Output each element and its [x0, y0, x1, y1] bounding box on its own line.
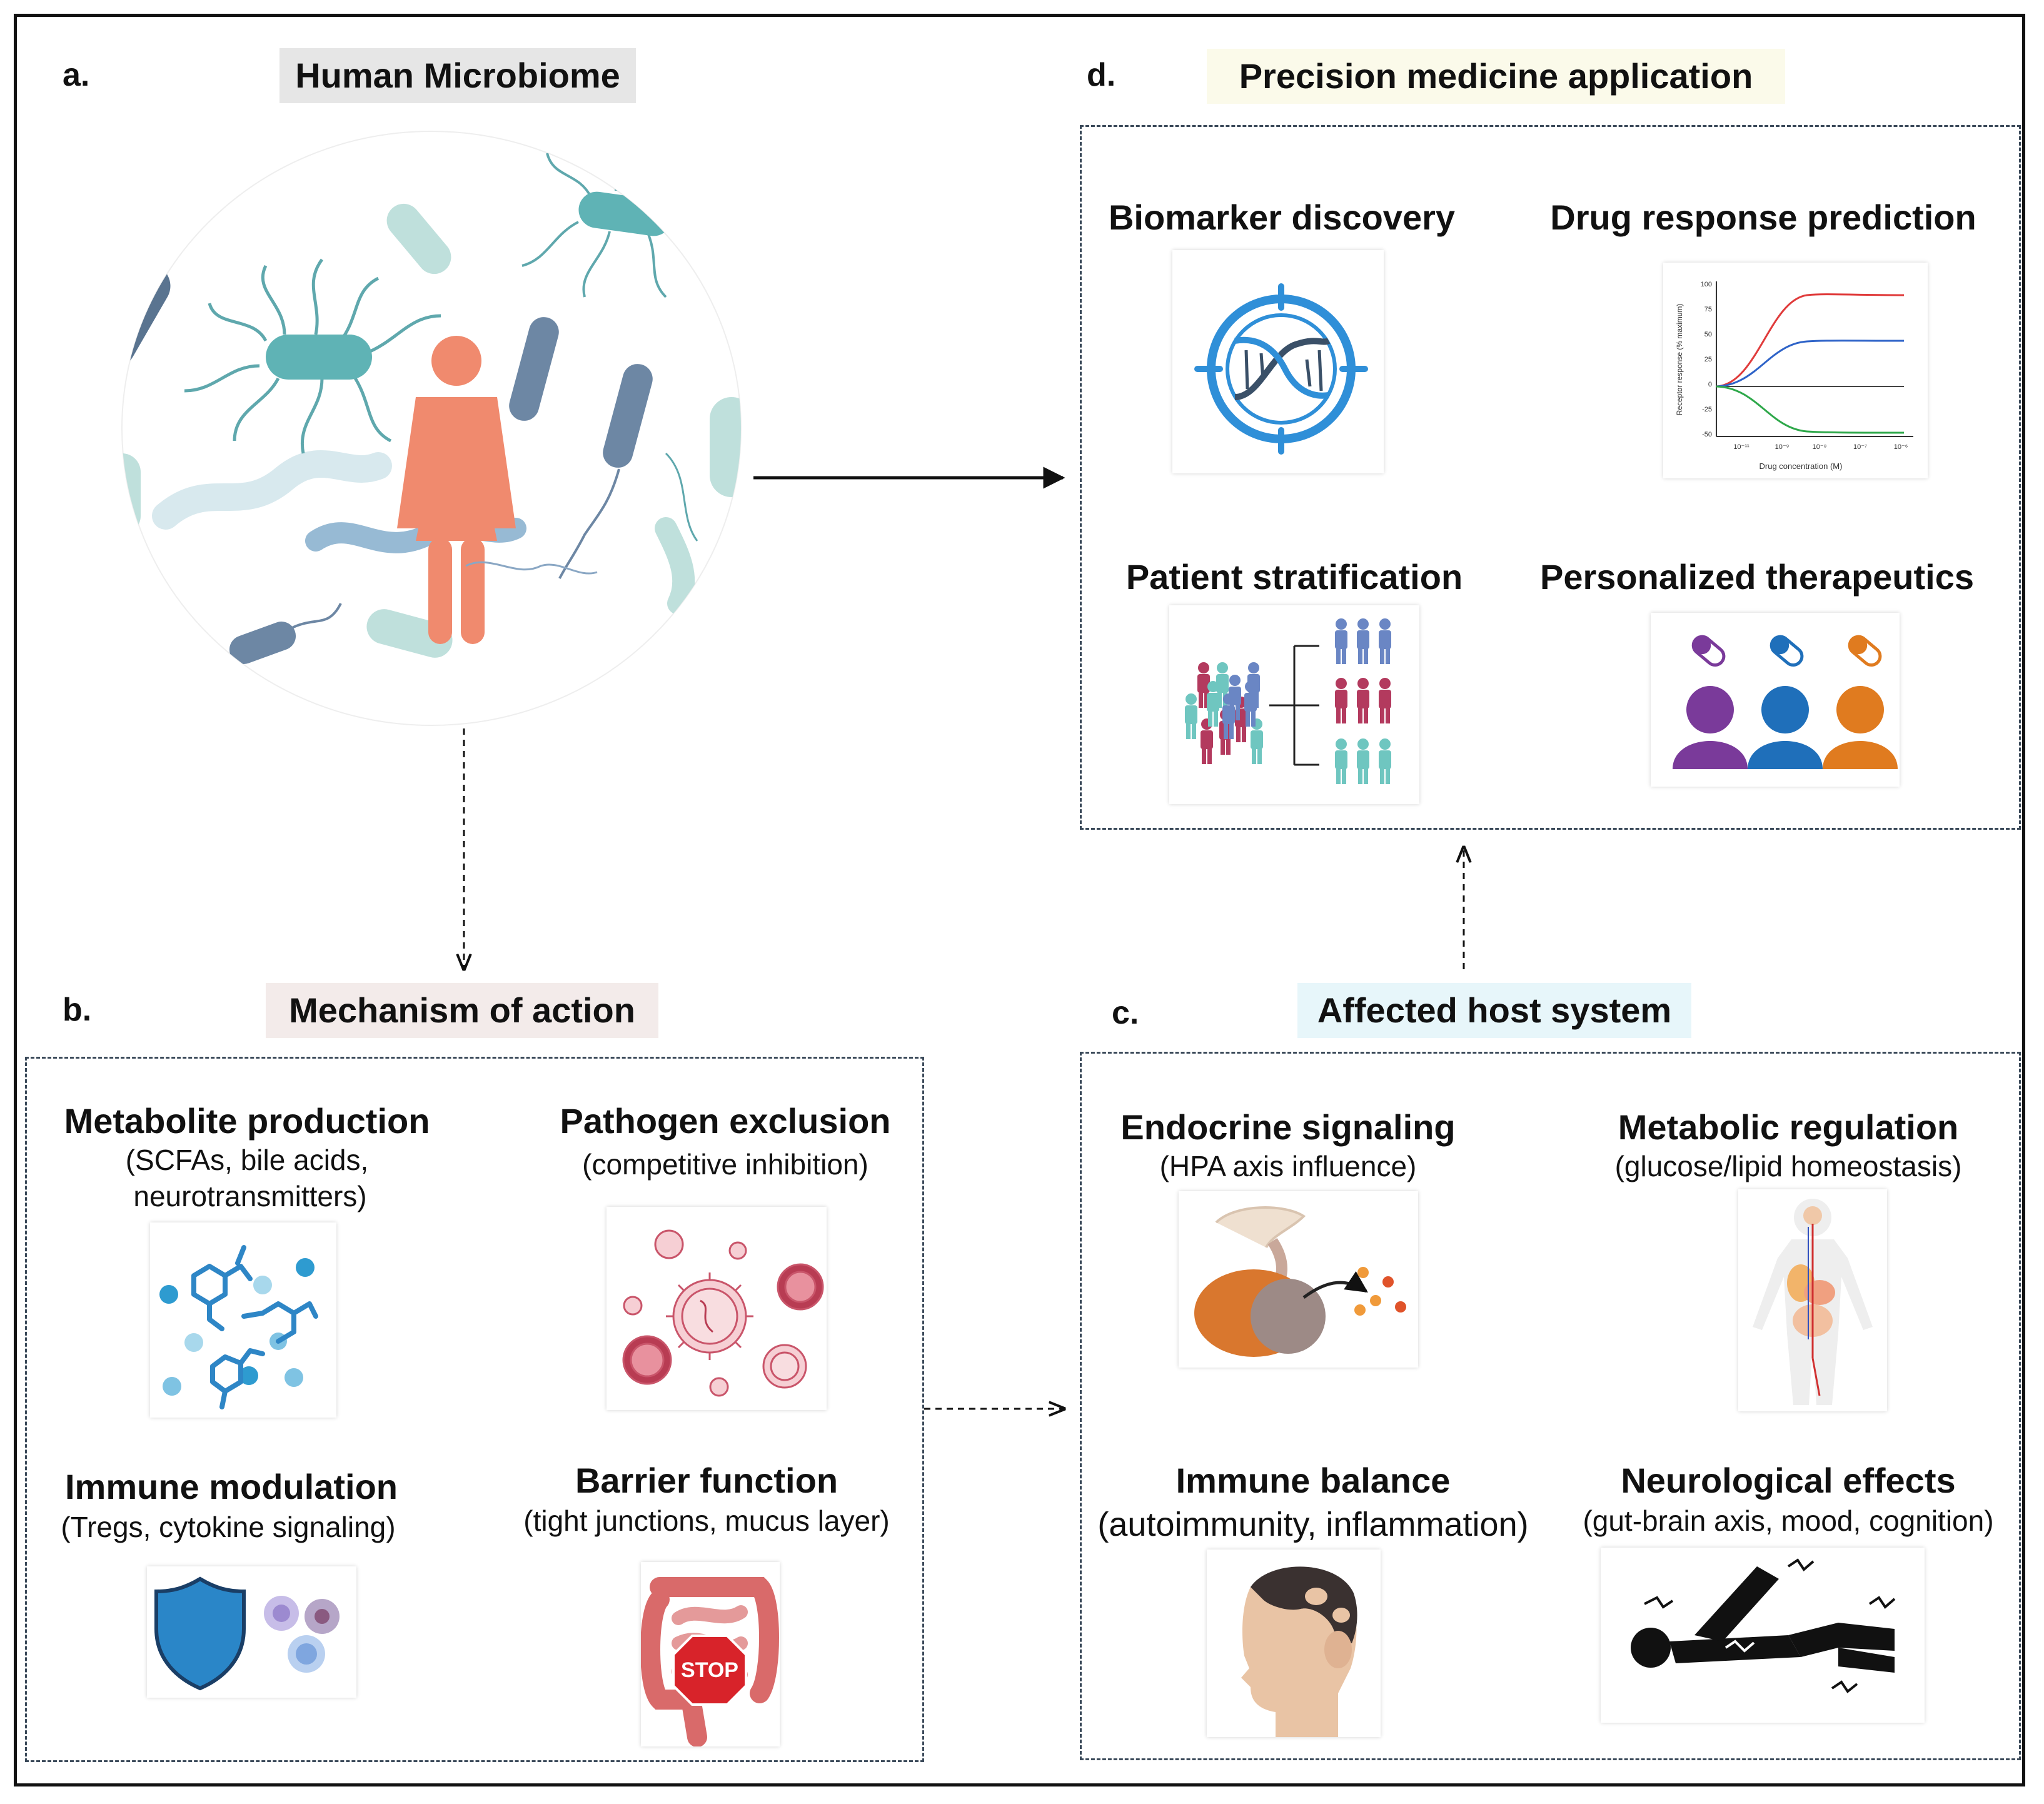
pathogen-detail: (competitive inhibition) [582, 1148, 868, 1181]
mini-ytick: 25 [1704, 356, 1712, 363]
mini-xtick: 10⁻⁶ [1894, 443, 1908, 451]
shield-cells-icon [147, 1566, 356, 1698]
person-icon [397, 336, 516, 644]
mini-xtick: 10⁻⁹ [1775, 443, 1790, 451]
stratification-heading: Patient stratification [1125, 557, 1463, 597]
seizure-icon [1601, 1548, 1925, 1723]
panel-c-title: Affected host system [1297, 983, 1691, 1038]
metabolite-detail-1: (SCFAs, bile acids, [125, 1144, 369, 1176]
metabolite-heading: Metabolite production [64, 1101, 430, 1141]
mini-ytick: 100 [1701, 281, 1712, 288]
panel-c-box [1080, 1052, 2021, 1760]
immune-modulation-detail: (Tregs, cytokine signaling) [61, 1511, 396, 1543]
panel-d-box [1080, 125, 2021, 830]
dose-response-chart-icon: 100 75 50 25 0 -25 -50 10⁻¹¹ 10⁻⁹ 10⁻⁸ 1… [1663, 263, 1928, 478]
panel-d-letter: d. [1087, 57, 1116, 93]
mini-xlabel: Drug concentration (M) [1760, 461, 1843, 471]
molecule-icon [150, 1222, 336, 1418]
head-alopecia-icon [1207, 1550, 1381, 1737]
metabolic-heading: Metabolic regulation [1618, 1107, 1959, 1147]
microbiome-circle-illustration [121, 131, 742, 726]
endocrine-heading: Endocrine signaling [1120, 1107, 1456, 1147]
panel-a-title: Human Microbiome [279, 48, 636, 103]
mini-xtick: 10⁻⁸ [1813, 443, 1827, 451]
panel-b-title: Mechanism of action [266, 983, 658, 1038]
outer-frame [14, 14, 2025, 1786]
mini-ytick: 50 [1704, 331, 1712, 338]
panel-b-box [25, 1057, 924, 1762]
bacterium-flagellated [184, 258, 441, 454]
metabolic-detail: (glucose/lipid homeostasis) [1614, 1150, 1962, 1182]
stratification-icon [1169, 605, 1419, 804]
metabolite-detail-2: neurotransmitters) [133, 1180, 367, 1212]
mini-ylabel: Receptor response (% maximum) [1675, 304, 1684, 416]
neurological-heading: Neurological effects [1621, 1461, 1956, 1500]
dna-target-icon [1172, 250, 1384, 473]
mini-xtick: 10⁻⁷ [1853, 443, 1867, 451]
stop-label: STOP [681, 1658, 738, 1682]
drug-response-heading: Drug response prediction [1550, 198, 1976, 237]
panel-b-letter: b. [63, 992, 92, 1028]
immune-modulation-heading: Immune modulation [65, 1467, 398, 1506]
biomarker-heading: Biomarker discovery [1108, 198, 1456, 237]
bacterium-rod [603, 364, 653, 468]
intestine-stop-icon: STOP [641, 1562, 780, 1746]
panel-c-letter: c. [1112, 995, 1139, 1031]
virus-icon [607, 1207, 827, 1410]
barrier-detail: (tight junctions, mucus layer) [523, 1504, 890, 1537]
panel-a-letter: a. [63, 57, 90, 93]
pathogen-heading: Pathogen exclusion [560, 1101, 891, 1141]
mini-ytick: -25 [1702, 406, 1712, 413]
endocrine-detail: (HPA axis influence) [1159, 1150, 1417, 1182]
barrier-heading: Barrier function [575, 1461, 838, 1500]
bacterium-faint [386, 203, 451, 275]
neurological-detail: (gut-brain axis, mood, cognition) [1583, 1504, 1994, 1537]
panel-d-title: Precision medicine application [1207, 49, 1785, 104]
mini-ytick: -50 [1702, 431, 1712, 438]
therapeutics-heading: Personalized therapeutics [1539, 557, 1974, 597]
body-organs-icon [1738, 1189, 1887, 1411]
mini-xtick: 10⁻¹¹ [1733, 443, 1749, 451]
gland-icon [1179, 1191, 1418, 1368]
bacterium-rod [509, 317, 559, 421]
bacterium-rod [229, 622, 296, 664]
mini-ytick: 0 [1708, 381, 1712, 388]
pills-people-icon [1651, 613, 1900, 787]
immune-balance-heading: Immune balance [1176, 1461, 1451, 1500]
immune-balance-detail: (autoimmunity, inflammation) [1097, 1506, 1529, 1543]
mini-ytick: 75 [1704, 306, 1712, 313]
